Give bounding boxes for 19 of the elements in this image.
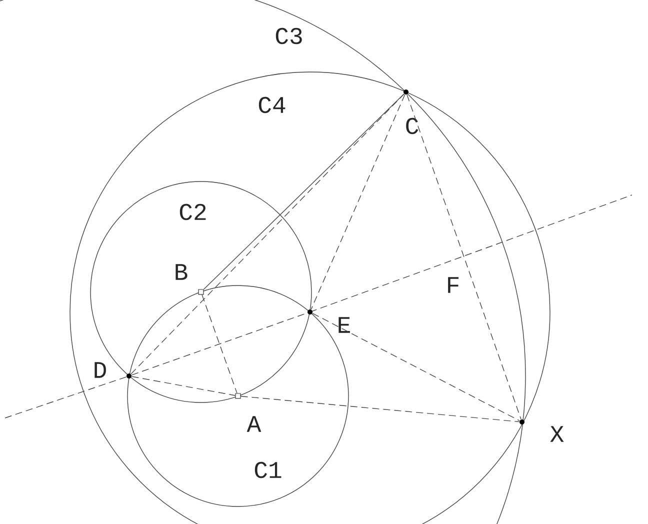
line-segment — [406, 94, 522, 420]
line-segment — [202, 294, 238, 394]
point-label: C — [406, 118, 418, 134]
line-segment — [130, 94, 404, 374]
circle-label: C2 — [180, 204, 206, 220]
point-label: A — [246, 416, 262, 432]
circle-label: C4 — [258, 96, 286, 114]
line-segment — [310, 94, 406, 310]
point-label: D — [94, 362, 106, 378]
point-label: X — [550, 426, 564, 442]
circle-label: C3 — [276, 28, 302, 44]
circle-label: C1 — [254, 462, 282, 478]
point-label: B — [176, 264, 188, 280]
line-segment — [131, 376, 236, 396]
line-segment — [312, 312, 520, 422]
line-segment — [203, 94, 404, 290]
point-label: E — [338, 317, 350, 333]
line-segment — [240, 396, 520, 422]
circle-label: F — [448, 277, 459, 293]
